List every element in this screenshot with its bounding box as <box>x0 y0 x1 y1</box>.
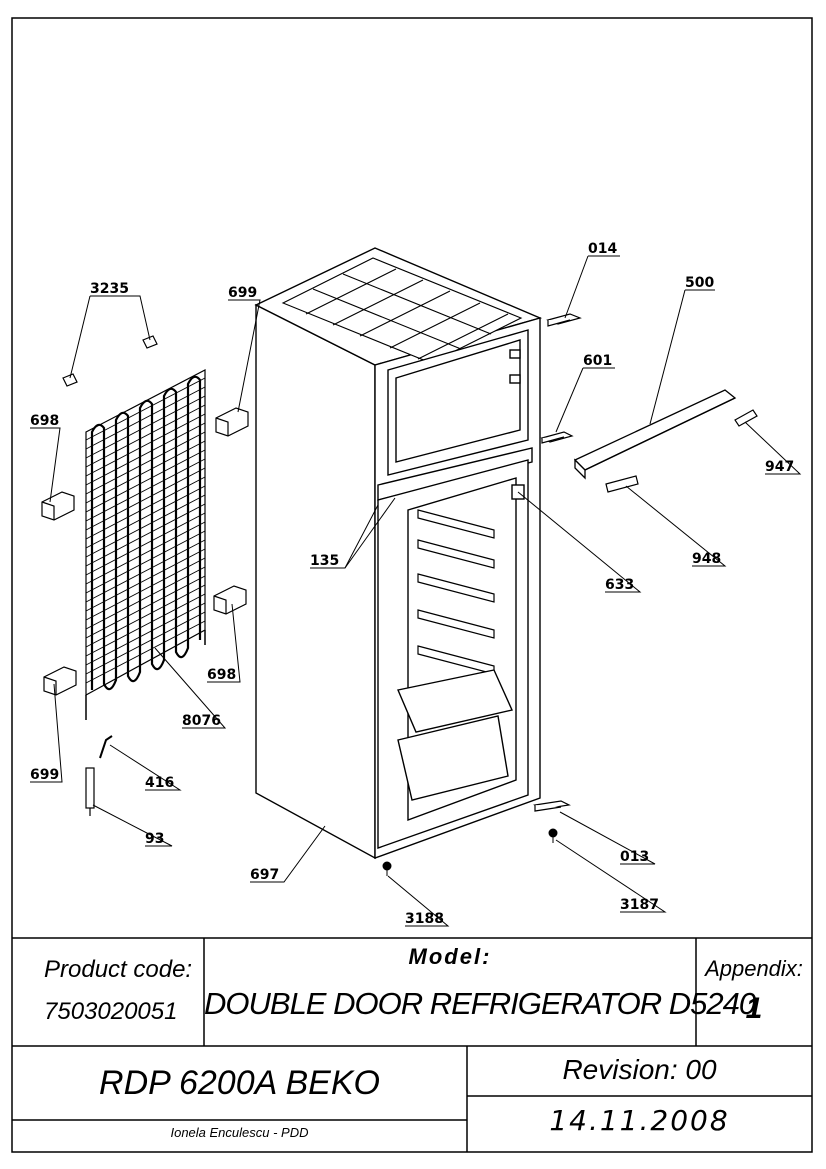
callout-500: 500 <box>685 275 714 291</box>
callout-135: 135 <box>310 553 339 569</box>
refrigerator-cabinet <box>254 247 543 860</box>
product-name: RDP 6200A BEKO <box>99 1064 380 1102</box>
callout-013: 013 <box>620 849 649 865</box>
callout-699-top: 699 <box>228 285 257 301</box>
appendix-label: Appendix: <box>705 956 803 981</box>
part-3235-pieces <box>62 335 158 387</box>
model-value: DOUBLE DOOR REFRIGERATOR D5240 <box>204 986 756 1021</box>
foot-3187 <box>548 828 558 843</box>
foot-3188 <box>382 861 392 876</box>
callout-698-top: 698 <box>30 413 59 429</box>
product-code-label: Product code: <box>44 956 193 983</box>
callout-3235: 3235 <box>90 281 129 297</box>
author: Ionela Enculescu - PDD <box>170 1125 309 1140</box>
callout-699-bottom: 699 <box>30 767 59 783</box>
hinge-014 <box>546 313 582 327</box>
bracket-698-lower-middle <box>213 585 247 615</box>
drawing-frame <box>11 17 813 1153</box>
condenser-coil <box>85 369 206 720</box>
part-93-drier <box>85 767 95 816</box>
callout-633: 633 <box>605 577 634 593</box>
callout-8076: 8076 <box>182 713 221 729</box>
revision-date: 14.11.2008 <box>549 1104 730 1137</box>
callout-697: 697 <box>250 867 279 883</box>
callout-93: 93 <box>145 831 164 847</box>
callout-601: 601 <box>583 353 612 369</box>
part-416-tube <box>99 735 113 759</box>
callout-014: 014 <box>588 241 617 257</box>
hinge-013 <box>533 800 571 812</box>
title-block-grid <box>12 937 812 1152</box>
bracket-698-top-left <box>41 491 75 521</box>
bracket-699-upper-middle <box>215 407 249 437</box>
part-948 <box>605 475 639 493</box>
product-code-value: 7503020051 <box>44 998 178 1025</box>
model-label: Model: <box>408 944 492 969</box>
callout-3188: 3188 <box>405 911 444 927</box>
handle-bar-500 <box>573 389 737 480</box>
callout-948: 948 <box>692 551 721 567</box>
callout-416: 416 <box>145 775 174 791</box>
leader-lines <box>30 255 802 927</box>
bracket-699-lower-left <box>43 666 77 696</box>
revision: Revision: 00 <box>562 1054 717 1085</box>
callout-labels: 3235 699 014 500 698 601 947 135 633 948… <box>30 241 794 927</box>
part-947 <box>734 409 758 427</box>
callout-947: 947 <box>765 459 794 475</box>
callout-698-bottom: 698 <box>207 667 236 683</box>
hinge-601 <box>540 431 574 444</box>
callout-3187: 3187 <box>620 897 659 913</box>
appendix-value: 1 <box>745 992 763 1025</box>
